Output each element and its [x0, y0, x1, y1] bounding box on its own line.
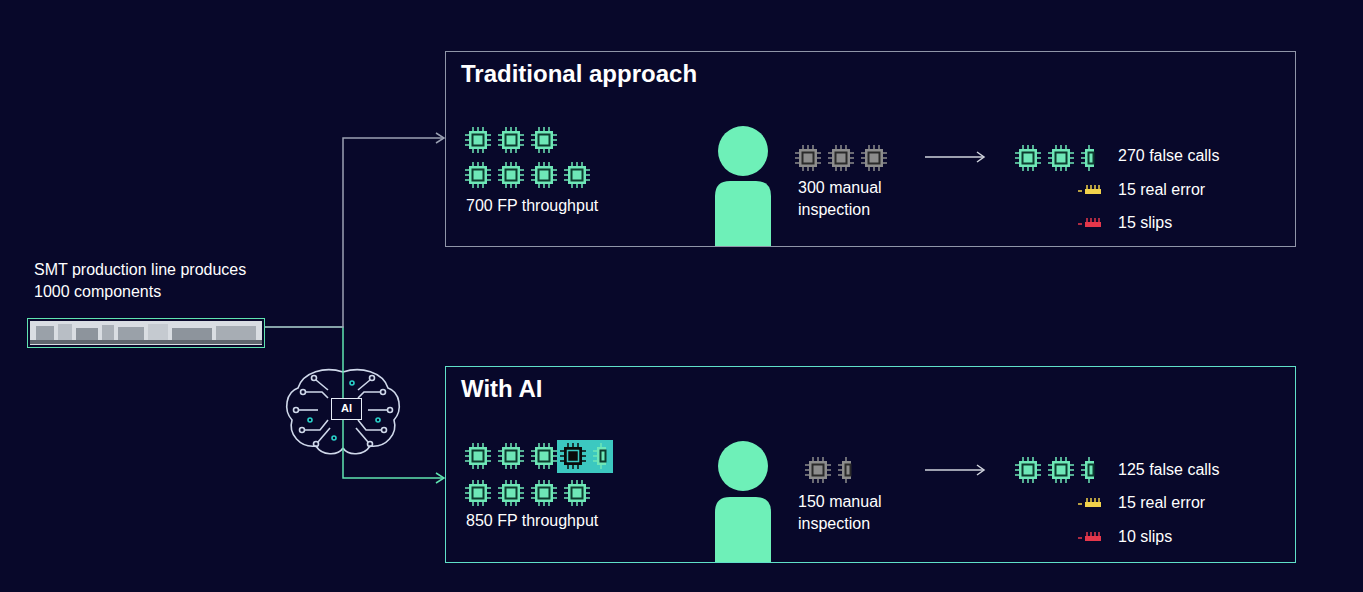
- flow-connector: [265, 327, 444, 483]
- production-line-box: SMT production line produces 1000 compon…: [27, 318, 265, 348]
- result-label: 125 false calls: [1118, 459, 1268, 481]
- flow-arrow: [925, 465, 984, 475]
- throughput-label: 700 FP throughput: [466, 195, 646, 217]
- result-label: 15 slips: [1118, 212, 1268, 234]
- result-label: 270 false calls: [1118, 145, 1268, 167]
- inspection-label: 150 manual inspection: [798, 491, 908, 535]
- ai-chip-box: AI: [331, 398, 362, 420]
- result-label: 15 real error: [1118, 179, 1268, 201]
- chip-icons: [465, 440, 1101, 541]
- result-label: 10 slips: [1118, 526, 1268, 548]
- result-label: 15 real error: [1118, 492, 1268, 514]
- panel-title: With AI: [461, 375, 543, 403]
- ai-label: AI: [332, 399, 361, 419]
- person-icon: [715, 441, 771, 562]
- person-icon: [715, 126, 771, 247]
- smt-machine: [30, 321, 262, 345]
- panel-title: Traditional approach: [461, 60, 697, 88]
- flow-connector: [265, 133, 444, 327]
- throughput-label: 850 FP throughput: [466, 510, 646, 532]
- chip-icons: [465, 127, 1101, 227]
- source-label: SMT production line produces 1000 compon…: [34, 259, 274, 303]
- flow-arrow: [925, 152, 984, 162]
- inspection-label: 300 manual inspection: [798, 177, 908, 221]
